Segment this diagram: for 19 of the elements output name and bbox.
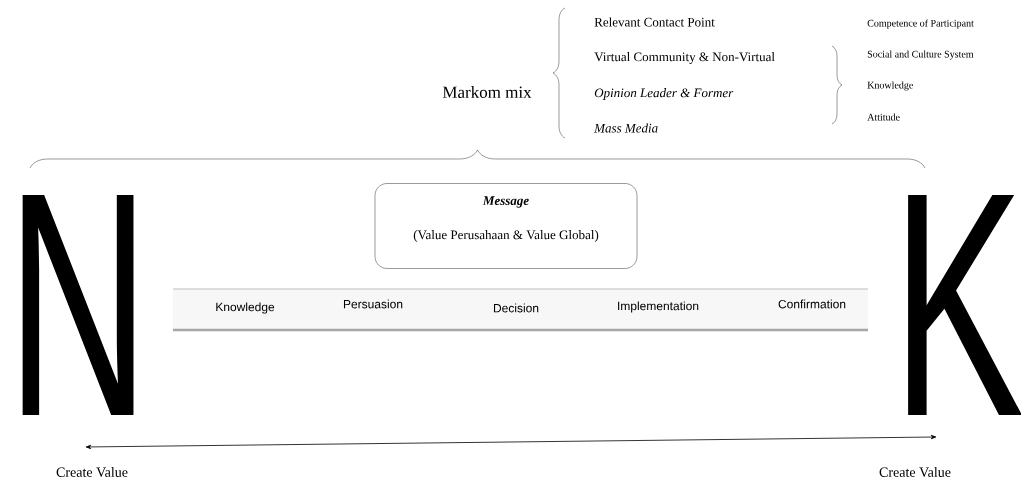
stage-label: Persuasion xyxy=(344,299,403,309)
list-item: Social and Culture System xyxy=(867,50,974,60)
markom-label: Markom mix xyxy=(442,86,532,98)
list-item: Relevant Contact Point xyxy=(594,17,715,27)
create-value-label: Create Value xyxy=(56,467,128,477)
list-item: Virtual Community & Non-Virtual xyxy=(594,52,775,64)
stage-label: Knowledge xyxy=(216,302,275,314)
list-item: Knowledge xyxy=(867,81,913,91)
create-value-label: Create Value xyxy=(879,467,951,477)
stage-label: Decision xyxy=(494,303,539,313)
big-letter: K xyxy=(908,194,1021,416)
list-item: Competence of Participant xyxy=(867,19,974,29)
stage-label: Implementation xyxy=(618,301,699,313)
stage-label: Confirmation xyxy=(778,299,846,309)
list-item: Opinion Leader & Former xyxy=(594,88,734,100)
big-letter: N xyxy=(22,194,134,416)
message-box: Message (Value Perusahaan & Value Global) xyxy=(374,183,638,269)
list-item: Attitude xyxy=(867,113,900,121)
list-item: Mass Media xyxy=(594,123,658,133)
